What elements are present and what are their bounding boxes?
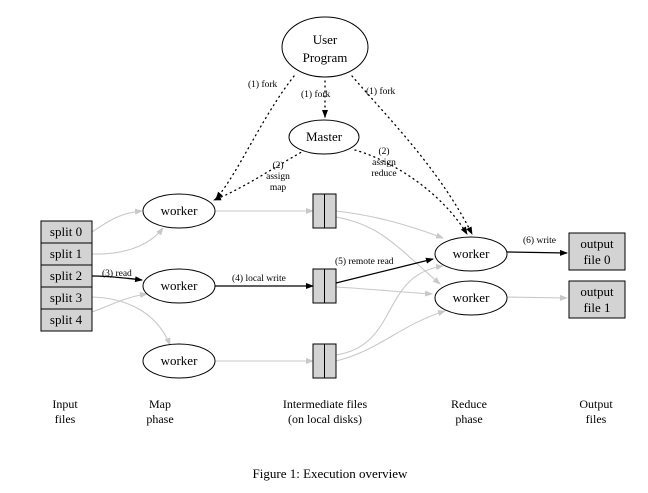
output-file-1-label-line2: file 1 — [583, 300, 610, 315]
edge-split4-worker2 — [91, 291, 148, 313]
map-worker-1 — [142, 193, 216, 229]
output-file-0-box — [568, 232, 626, 271]
split-0-label: split 0 — [50, 224, 82, 239]
output-file-0-label-line2: file 0 — [583, 252, 610, 267]
assign-map-label-line3: map — [270, 183, 287, 193]
phase-map-line1: Map — [149, 397, 171, 411]
assign-reduce-label-line2: assign — [372, 158, 396, 168]
intermediate-file-3 — [312, 343, 337, 379]
edge-file1-reducer2 — [335, 216, 441, 285]
phase-map-line2: phase — [146, 412, 173, 426]
edge-fork-worker1 — [215, 75, 295, 200]
phase-intermediate-line1: Intermediate files — [283, 397, 368, 411]
edge-reducer1-output0 — [506, 249, 568, 256]
master-label: Master — [306, 129, 343, 144]
phase-reduce-line1: Reduce — [451, 397, 487, 411]
split-4-box — [40, 308, 93, 332]
fork-right-label: (1) fork — [366, 86, 396, 97]
write-label: (6) write — [523, 235, 556, 246]
local-write-label: (4) local write — [232, 273, 286, 284]
edge-split1-worker1 — [91, 227, 164, 255]
gray-edges — [91, 208, 568, 364]
phase-labels: Input files Map phase Intermediate files… — [52, 397, 613, 426]
split-2-label: split 2 — [50, 268, 82, 283]
master-node: Master — [288, 119, 360, 155]
control-edges — [213, 75, 473, 235]
input-splits: split 0 split 1 split 2 split 3 split 4 — [40, 220, 93, 332]
edge-fork-reducer1 — [351, 75, 473, 235]
output-file-1-box — [568, 280, 626, 319]
edge-file3-reducer2 — [335, 310, 446, 362]
reduce-workers: worker worker — [434, 236, 508, 316]
phase-input-line1: Input — [52, 397, 78, 411]
edge-file3-reducer1 — [335, 264, 444, 356]
output-file-1-label-line1: output — [580, 284, 614, 299]
phase-reduce-line2: phase — [455, 412, 482, 426]
user-program-label-line1: User — [313, 32, 338, 47]
intermediate-files — [312, 193, 337, 379]
assign-reduce-label-line1: (2) — [378, 146, 389, 157]
edge-master-reducer1 — [354, 149, 468, 235]
edge-master-worker1 — [213, 149, 306, 201]
edge-split2-worker2 — [91, 275, 143, 283]
read-label: (3) read — [102, 268, 132, 279]
assign-reduce-label-line3: reduce — [371, 169, 396, 179]
reduce-worker-1 — [434, 236, 508, 272]
map-worker-3 — [142, 343, 216, 379]
reduce-worker-2-label: worker — [453, 290, 490, 305]
map-workers: worker worker worker — [142, 193, 216, 379]
user-program-node: User Program — [281, 16, 369, 78]
map-worker-2-label: worker — [161, 278, 198, 293]
figure-caption: Figure 1: Execution overview — [253, 466, 408, 481]
map-worker-2 — [142, 268, 216, 304]
reduce-worker-1-label: worker — [453, 246, 490, 261]
phase-output-line2: files — [586, 412, 607, 426]
map-worker-3-label: worker — [161, 353, 198, 368]
edge-split3-worker3 — [91, 296, 171, 346]
split-4-label: split 4 — [50, 312, 83, 327]
user-program-label-line2: Program — [303, 50, 348, 65]
split-3-label: split 3 — [50, 290, 82, 305]
output-file-0-label-line1: output — [580, 236, 614, 251]
fork-left-label: (1) fork — [248, 79, 278, 90]
edge-file1-reducer1 — [335, 210, 444, 239]
edge-reducer2-output1 — [506, 294, 568, 301]
edge-labels: (1) fork (1) fork (1) fork (2) assign ma… — [102, 79, 556, 284]
map-worker-1-label: worker — [161, 203, 198, 218]
reduce-worker-2 — [434, 280, 508, 316]
remote-read-label: (5) remote read — [335, 256, 394, 267]
edge-split0-worker1 — [91, 208, 143, 233]
intermediate-file-1 — [312, 193, 337, 229]
edge-file2-reducer1 — [335, 257, 434, 284]
split-1-label: split 1 — [50, 246, 82, 261]
data-path-edges — [91, 249, 568, 289]
assign-map-label-line1: (2) — [272, 160, 283, 171]
output-files: output file 0 output file 1 — [568, 232, 626, 319]
phase-intermediate-line2: (on local disks) — [288, 412, 362, 426]
phase-input-line2: files — [55, 412, 76, 426]
assign-map-label-line2: assign — [266, 172, 290, 182]
intermediate-file-2 — [312, 268, 337, 304]
phase-output-line1: Output — [579, 397, 613, 411]
fork-center-label: (1) fork — [301, 89, 331, 100]
edge-file2-reducer2 — [335, 286, 433, 297]
